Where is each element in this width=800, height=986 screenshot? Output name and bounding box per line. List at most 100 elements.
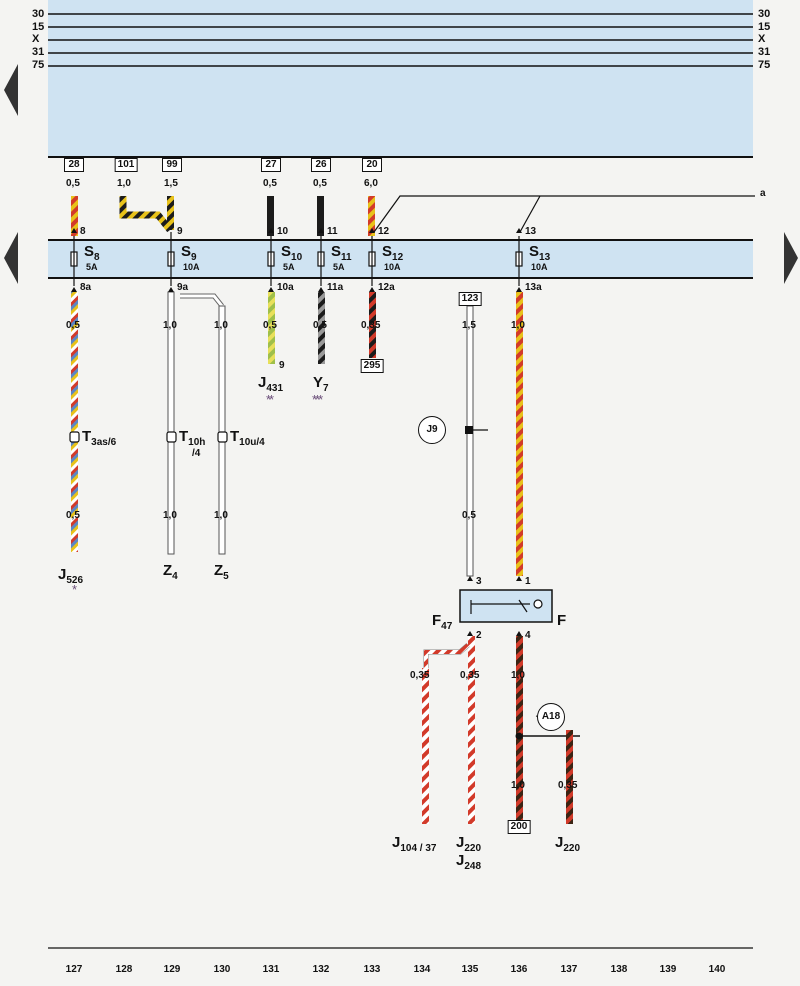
rail-label-75-right: 75	[758, 59, 771, 71]
column-130: 130	[213, 964, 231, 975]
rail-label-x-left: X	[32, 33, 40, 45]
column-131: 131	[262, 964, 280, 975]
previous-page-arrow-lower-icon[interactable]	[4, 232, 18, 284]
gauge-s11: 0,5	[313, 320, 327, 331]
gauge-f47-right: 0,35	[460, 670, 480, 681]
gauge-28: 0,5	[66, 178, 80, 189]
fuse-s9: S9	[181, 243, 197, 263]
gauge-s8-b: 0,5	[66, 510, 80, 521]
ref-box-295: 295	[360, 359, 384, 373]
gauge-26: 0,5	[313, 178, 327, 189]
rail-label-31-right: 31	[758, 46, 771, 58]
f47-out-pin: 2	[476, 630, 482, 641]
supply-rail-band	[48, 0, 753, 157]
rail-label-75-left: 75	[32, 59, 45, 71]
gauge-s9-b: 1,0	[214, 320, 228, 331]
f-out-pin: 4	[525, 630, 531, 641]
fuse-s13-rating: 10A	[531, 262, 548, 272]
source-box-20: 20	[362, 158, 382, 172]
switch-block-f47-f	[459, 589, 553, 623]
column-133: 133	[363, 964, 381, 975]
fuse-s8-out-pin: 8a	[80, 282, 92, 293]
component-j431-stars: **	[266, 392, 274, 407]
fuse-s13: S13	[529, 243, 551, 263]
gauge-f47-left: 0,35	[410, 670, 430, 681]
gauge-f-out-low: 1,0	[511, 780, 525, 791]
fuse-band	[48, 240, 753, 278]
circle-j9: J9	[418, 416, 446, 444]
gauge-col136-top: 1,0	[511, 320, 525, 331]
component-f47: F47	[432, 612, 453, 632]
gauge-99: 1,5	[164, 178, 178, 189]
gauge-s10: 0,5	[263, 320, 277, 331]
gauge-27: 0,5	[263, 178, 277, 189]
next-page-arrow-icon[interactable]	[784, 232, 798, 284]
ref-box-123: 123	[458, 292, 482, 306]
column-128: 128	[115, 964, 133, 975]
fuse-s9-in-pin: 9	[177, 226, 183, 237]
fuse-s11-out-pin: 11a	[327, 282, 344, 293]
fuse-s10-in-pin: 10	[277, 226, 289, 237]
fuse-s12: S12	[382, 243, 404, 263]
component-j220-a: J220	[456, 834, 482, 854]
gauge-s8-a: 0,5	[66, 320, 80, 331]
component-j431: J431	[258, 374, 284, 394]
column-138: 138	[610, 964, 628, 975]
previous-page-arrow-icon[interactable]	[4, 64, 18, 116]
column-136: 136	[510, 964, 528, 975]
component-j526: J526	[58, 566, 84, 586]
f47-in-pin: 3	[476, 576, 482, 587]
supply-rails	[48, 13, 753, 279]
wire-marker-a: a	[760, 188, 766, 199]
source-box-99: 99	[162, 158, 182, 172]
column-135: 135	[461, 964, 479, 975]
gauge-s12: 0,35	[361, 320, 381, 331]
component-j220-b: J220	[555, 834, 581, 854]
rail-label-30-right: 30	[758, 8, 771, 20]
fuse-s8: S8	[84, 243, 100, 263]
column-132: 132	[312, 964, 330, 975]
gauge-s9-d: 1,0	[214, 510, 228, 521]
source-box-27: 27	[261, 158, 281, 172]
column-137: 137	[560, 964, 578, 975]
gauge-col135-mid: 0,5	[462, 510, 476, 521]
gauge-s9-a: 1,0	[163, 320, 177, 331]
fuse-s13-out-pin: 13a	[525, 282, 542, 293]
f-in-pin: 1	[525, 576, 531, 587]
connector-t10h-pin: /4	[192, 448, 201, 459]
gauge-a18-branch: 0,35	[558, 780, 578, 791]
rail-label-x-right: X	[758, 33, 766, 45]
connector-t3as: T3as/6	[82, 428, 117, 448]
fuse-s13-in-pin: 13	[525, 226, 537, 237]
fuse-s10-rating: 5A	[283, 262, 295, 272]
connector-t10u: T10u/4	[230, 428, 265, 448]
fuse-s9-rating: 10A	[183, 262, 200, 272]
source-box-101: 101	[114, 158, 138, 172]
fuse-s11-rating: 5A	[333, 262, 345, 272]
lower-wires	[71, 291, 580, 824]
rail-label-30-left: 30	[32, 8, 45, 20]
fuse-s8-in-pin: 8	[80, 226, 86, 237]
column-129: 129	[163, 964, 181, 975]
ref-box-200: 200	[507, 820, 531, 834]
fuse-s11-in-pin: 11	[327, 226, 338, 237]
fuse-s8-rating: 5A	[86, 262, 98, 272]
fuse-through-lines	[73, 232, 520, 286]
gauge-col135-top: 1,5	[462, 320, 476, 331]
component-z5: Z5	[214, 562, 229, 582]
connector-t10h: T10h	[179, 428, 206, 448]
column-134: 134	[413, 964, 431, 975]
component-z4: Z4	[163, 562, 178, 582]
gauge-f-out: 1,0	[511, 670, 525, 681]
fuse-s12-in-pin: 12	[378, 226, 390, 237]
arrow-marks	[71, 228, 522, 636]
fuse-s11: S11	[331, 243, 352, 263]
component-y7: Y7	[313, 374, 329, 394]
column-140: 140	[708, 964, 726, 975]
fuse-s9-out-pin: 9a	[177, 282, 189, 293]
gauge-20: 6,0	[364, 178, 378, 189]
rail-label-31-left: 31	[32, 46, 45, 58]
component-f: F	[557, 612, 567, 629]
source-box-26: 26	[311, 158, 331, 172]
